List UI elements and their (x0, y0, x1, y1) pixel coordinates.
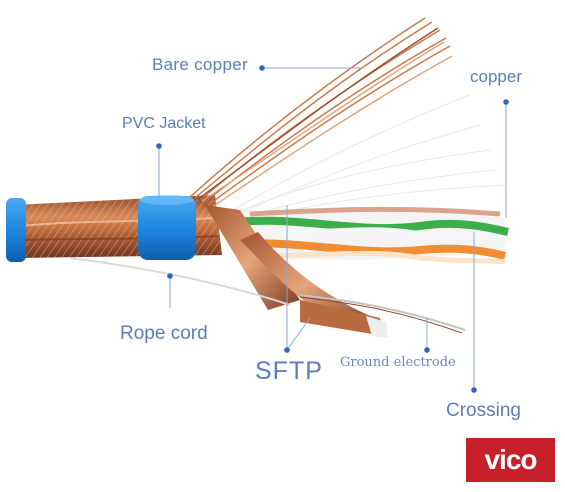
rope-cord-thread (69, 257, 291, 306)
pvc-jacket-ring (138, 195, 196, 260)
brand-logo-text: vico (484, 444, 537, 475)
label-bare-copper: Bare copper (152, 55, 248, 74)
jacket-end (6, 198, 26, 262)
label-copper: copper (470, 67, 522, 86)
bare-copper-strands (189, 17, 453, 208)
label-rope-cord: Rope cord (120, 323, 208, 344)
twisted-pairs (235, 206, 509, 265)
ground-wire (299, 294, 466, 331)
filler-fibers (224, 94, 506, 223)
leader-lines (158, 67, 507, 390)
label-ground-electrode: Ground electrode (340, 355, 456, 370)
foil-shield (205, 205, 388, 338)
brand-logo: vico (466, 438, 555, 482)
label-crossing: Crossing (446, 400, 521, 421)
leader-dots (156, 65, 509, 393)
label-sftp: SFTP (255, 357, 323, 385)
label-pvc-jacket: PVC Jacket (122, 115, 206, 132)
